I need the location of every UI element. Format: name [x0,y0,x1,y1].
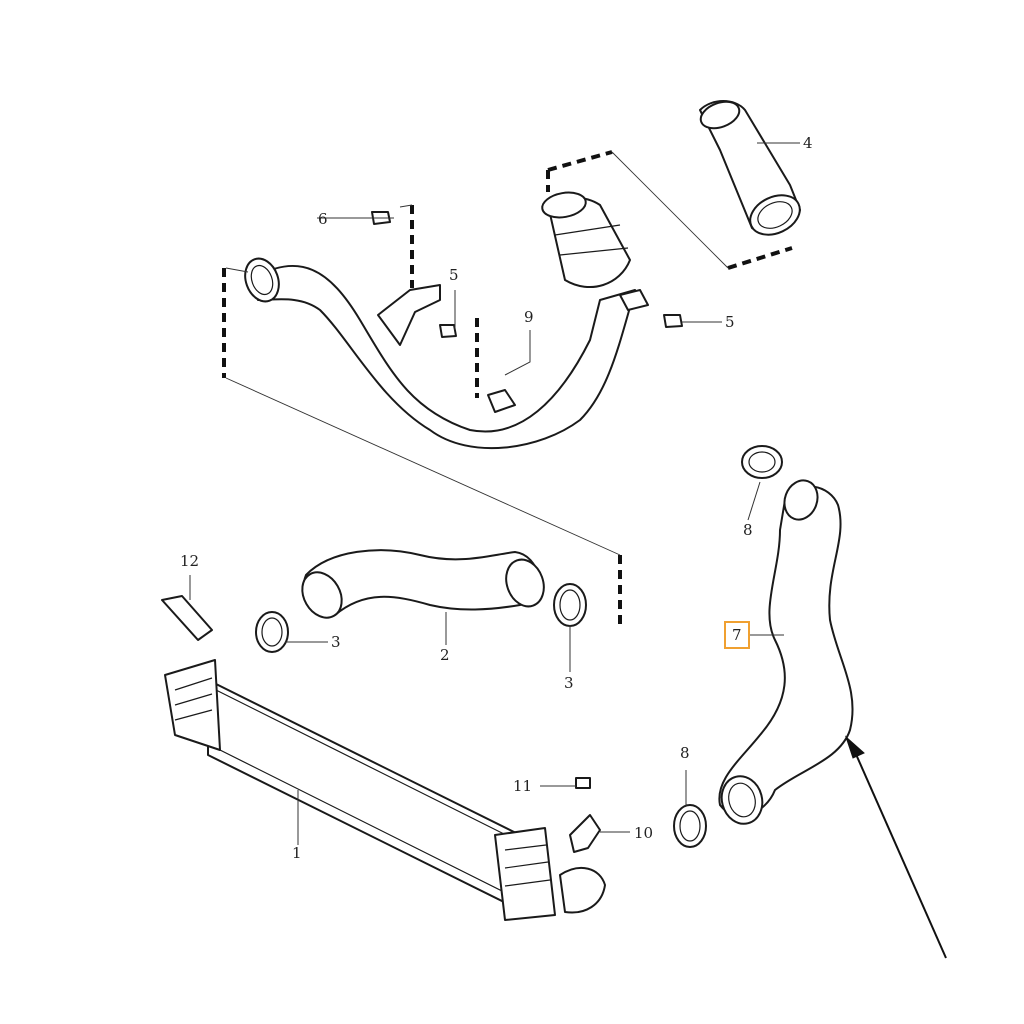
callout-10: 10 [634,824,654,842]
callout-7: 7 [724,621,750,649]
callout-5-right: 5 [725,313,735,331]
part-1-intercooler [164,659,606,921]
callout-4: 4 [803,134,813,152]
leader-lines [189,142,800,845]
tie-lines [225,151,729,556]
part-2-hose [301,549,545,619]
clamps [255,445,783,848]
callout-5-left: 5 [449,266,459,284]
pointer-arrow [844,735,947,959]
callout-2: 2 [440,646,450,664]
callout-9: 9 [524,308,534,326]
callout-3-right: 3 [564,674,574,692]
dashed-connectors [222,150,793,628]
callout-8-bottom: 8 [680,744,690,762]
callout-1: 1 [292,844,302,862]
upper-pipe-assembly [244,191,649,450]
callout-11: 11 [513,777,533,795]
callout-8-top: 8 [743,521,753,539]
callout-12: 12 [180,552,200,570]
part-12-strip [161,595,213,641]
callout-6: 6 [318,210,328,228]
part-10-bracket [569,814,601,853]
callout-3-left: 3 [331,633,341,651]
part-4-hose [699,100,801,236]
part-7-hose [718,479,854,825]
